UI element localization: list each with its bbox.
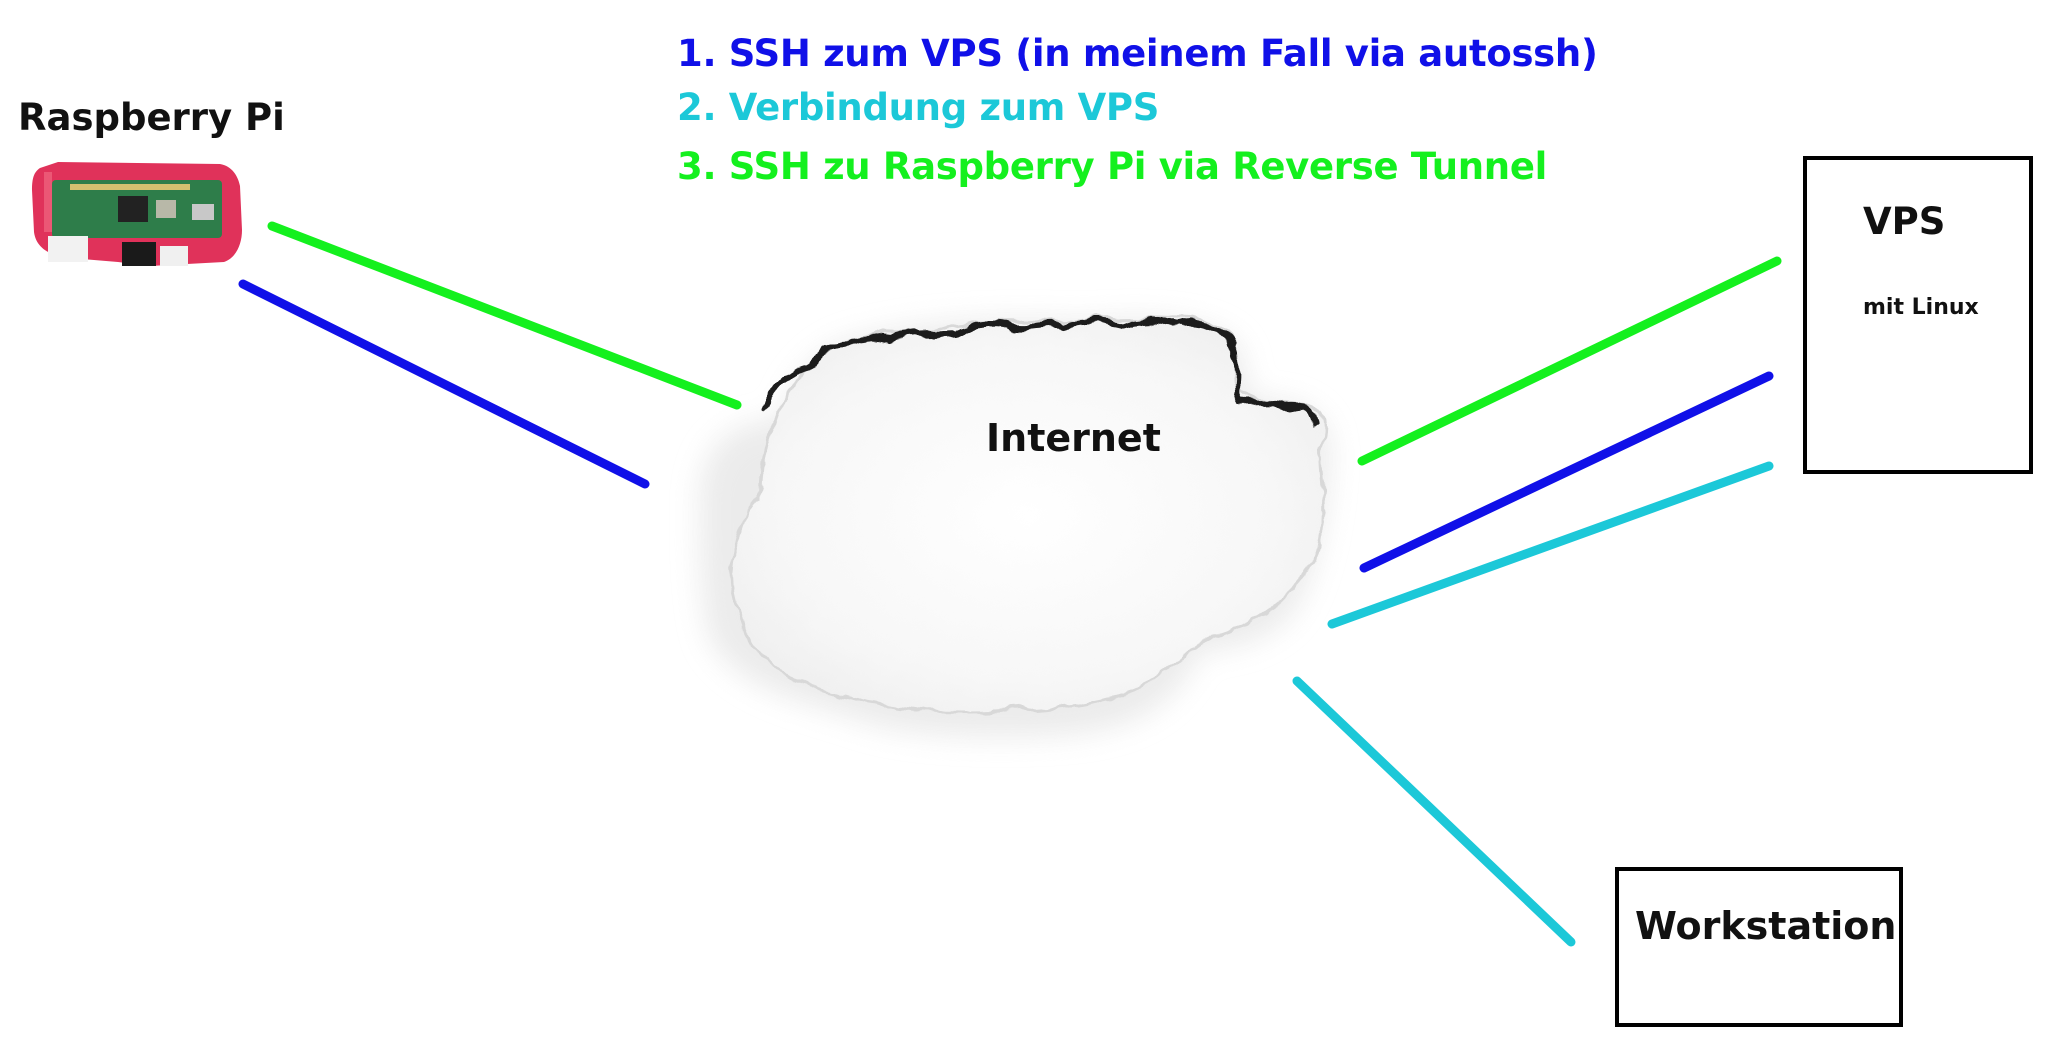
pi-port-left [48,236,88,262]
legend-item-reverse-tunnel: 3. SSH zu Raspberry Pi via Reverse Tunne… [677,145,1548,188]
vps-node: VPS mit Linux [1803,156,2033,474]
connection-vps-line-vps [1327,461,1774,629]
pi-sd-slot [192,204,214,220]
workstation-label: Workstation [1635,904,1897,948]
raspberry-pi-photo-icon [32,162,242,266]
cloud-body [729,316,1326,714]
legend-item-connection-vps: 2. Verbindung zum VPS [677,86,1160,129]
pi-pins [70,184,190,190]
pi-port-mid [122,242,156,266]
raspberry-pi-label: Raspberry Pi [18,96,285,139]
vps-subtitle: mit Linux [1863,295,1979,320]
pi-chip-small [156,200,176,218]
cloud-outline [762,317,1318,428]
cloud-icon [700,316,1330,737]
pi-chip [118,196,148,222]
ssh-autossh-line-vps [1359,371,1774,573]
reverse-tunnel-line-vps [1357,256,1782,466]
pi-case-highlight [44,172,52,232]
reverse-tunnel-line-pi [267,221,742,410]
legend-item-ssh-autossh: 1. SSH zum VPS (in meinem Fall via autos… [677,32,1598,75]
vps-title: VPS [1863,200,1946,243]
ssh-autossh-line-pi [238,279,650,489]
pi-port-right [160,246,188,266]
connection-vps-line-workstation [1292,676,1576,947]
workstation-node: Workstation [1615,867,1903,1027]
internet-label: Internet [986,416,1161,460]
